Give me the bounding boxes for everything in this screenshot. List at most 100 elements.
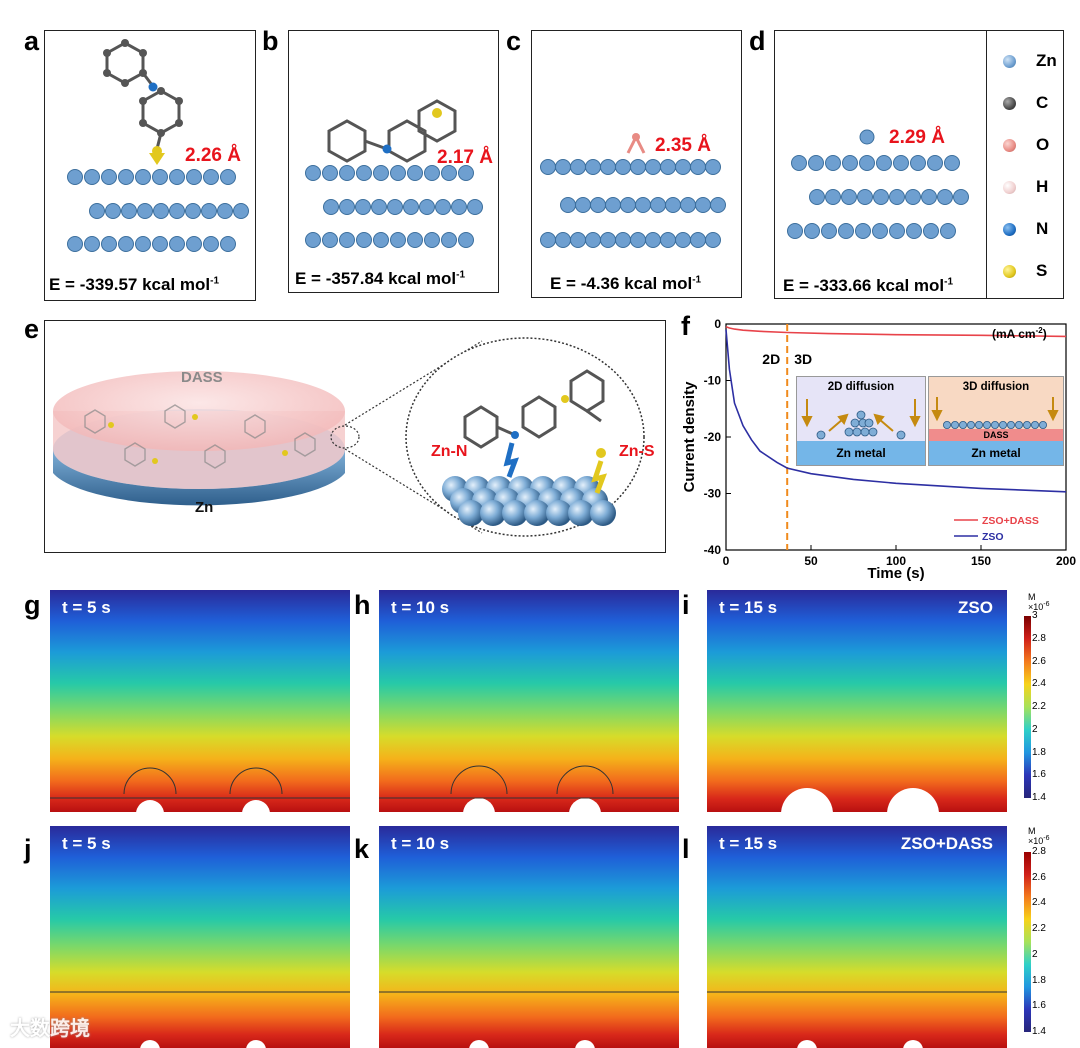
zn-deposit-bump (140, 1040, 160, 1048)
zn-atom (373, 165, 389, 181)
zn-atom (305, 165, 321, 181)
zn-atom (859, 155, 875, 171)
zoom-zn-balls (442, 476, 616, 526)
distance-label-a: 2.26 Å (185, 145, 241, 166)
panel-label-k: k (354, 834, 370, 864)
legend-item-zn: Zn (987, 46, 1065, 76)
x-axis-label: Time (s) (867, 565, 924, 582)
simulation-panel-k: t = 10 s (379, 826, 679, 1048)
y-tick-label: 0 (714, 317, 721, 331)
zn-atom (101, 169, 117, 185)
colorbar-tick: 1.8 (1032, 974, 1046, 986)
zn-atom (540, 232, 556, 248)
energy-label-d: E = -333.66 kcal mol-1 (783, 276, 954, 295)
zn-atom (983, 420, 992, 429)
zn-atom (118, 169, 134, 185)
colorbar-tick: 2.6 (1032, 871, 1046, 883)
zn-atom (991, 420, 1000, 429)
zn-atom (620, 197, 636, 213)
colorbar2-unit: M (1028, 826, 1036, 836)
time-label-l: t = 15 s (719, 834, 778, 853)
inset-3d-title: 3D diffusion (962, 381, 1030, 393)
zn-atom (441, 232, 457, 248)
zn-atom (152, 236, 168, 252)
zn-atom (705, 159, 721, 175)
zn-atom (305, 232, 321, 248)
zn-atom (101, 236, 117, 252)
zn-atom (921, 189, 937, 205)
inset-3d-zn-metal: Zn metal (929, 441, 1063, 465)
colorbar1-gradient (1024, 616, 1031, 798)
x-tick-label: 50 (804, 554, 818, 568)
zn-atom (220, 236, 236, 252)
colorbar1-unit: M (1028, 592, 1036, 602)
zn-atom (458, 232, 474, 248)
zn-atom (630, 159, 646, 175)
zn-layers-c (540, 159, 726, 248)
zn-atom (910, 155, 926, 171)
zn-atom (387, 199, 403, 215)
zn-atom (825, 189, 841, 205)
zn-atom (203, 236, 219, 252)
zn-atom (645, 232, 661, 248)
panel-b-structure (305, 99, 483, 248)
zn-atom (872, 223, 888, 239)
zn-atom (615, 232, 631, 248)
zn-deposit-bump (575, 1040, 595, 1048)
time-label-i: t = 15 s (719, 598, 778, 617)
zn-atom (889, 189, 905, 205)
zn-atom (905, 189, 921, 205)
zn-atom (953, 189, 969, 205)
time-label-h: t = 10 s (391, 598, 450, 617)
zn-deposit-bump (469, 1040, 489, 1048)
inset-2d-zn-metal: Zn metal (797, 441, 925, 465)
dass-layer-top (53, 371, 345, 451)
zn-atom (660, 232, 676, 248)
zn-atom (153, 203, 169, 219)
zn-atom (630, 232, 646, 248)
colorbar-tick: 2.4 (1032, 897, 1046, 909)
inset-2d-sketch (801, 399, 921, 440)
panel-e: DASS Zn Zn-N Zn-S (44, 320, 666, 553)
zn-atom (390, 232, 406, 248)
zn-atom (889, 223, 905, 239)
simulation-panel-h: t = 10 s (379, 590, 679, 812)
zn-deposit-bump (242, 800, 270, 812)
legend-label: ZSO (982, 531, 1004, 543)
zn-atom (590, 197, 606, 213)
zn-deposit-bump (903, 1040, 923, 1048)
zn-atom (322, 165, 338, 181)
panel-d-structure (787, 129, 969, 239)
zn-atom (942, 420, 951, 429)
colorbar-tick: 2.6 (1032, 655, 1046, 667)
zn-atom (923, 223, 939, 239)
electrode-boundary-i (781, 788, 939, 812)
simulation-panel-g: t = 5 s (50, 590, 350, 812)
panel-label-j: j (24, 834, 32, 864)
zn-atom (615, 159, 631, 175)
zn-atom (975, 420, 984, 429)
zn-atom (169, 236, 185, 252)
y-tick-label: -40 (704, 543, 722, 557)
zn-s-label: Zn-S (619, 443, 655, 460)
zn-atom (233, 203, 249, 219)
zn-atom (84, 169, 100, 185)
zn-atom (675, 159, 691, 175)
zn-atom (339, 165, 355, 181)
zn-atom (1023, 420, 1032, 429)
zn-atom (825, 155, 841, 171)
zn-deposit-bump (136, 800, 164, 812)
colorbar2-gradient (1024, 852, 1031, 1032)
panel-d: 2.29 Å E = -333.66 kcal mol-1 Zn C O H N… (774, 30, 1064, 299)
energy-label-a: E = -339.57 kcal mol-1 (49, 275, 220, 294)
zn-atom (809, 189, 825, 205)
electrode-boundary-g (50, 767, 350, 812)
zn-atom (403, 199, 419, 215)
zn-layers-a (67, 169, 249, 252)
electrolyte-tag-i: ZSO (958, 598, 993, 617)
zn-atom (967, 420, 976, 429)
zn-atom (838, 223, 854, 239)
